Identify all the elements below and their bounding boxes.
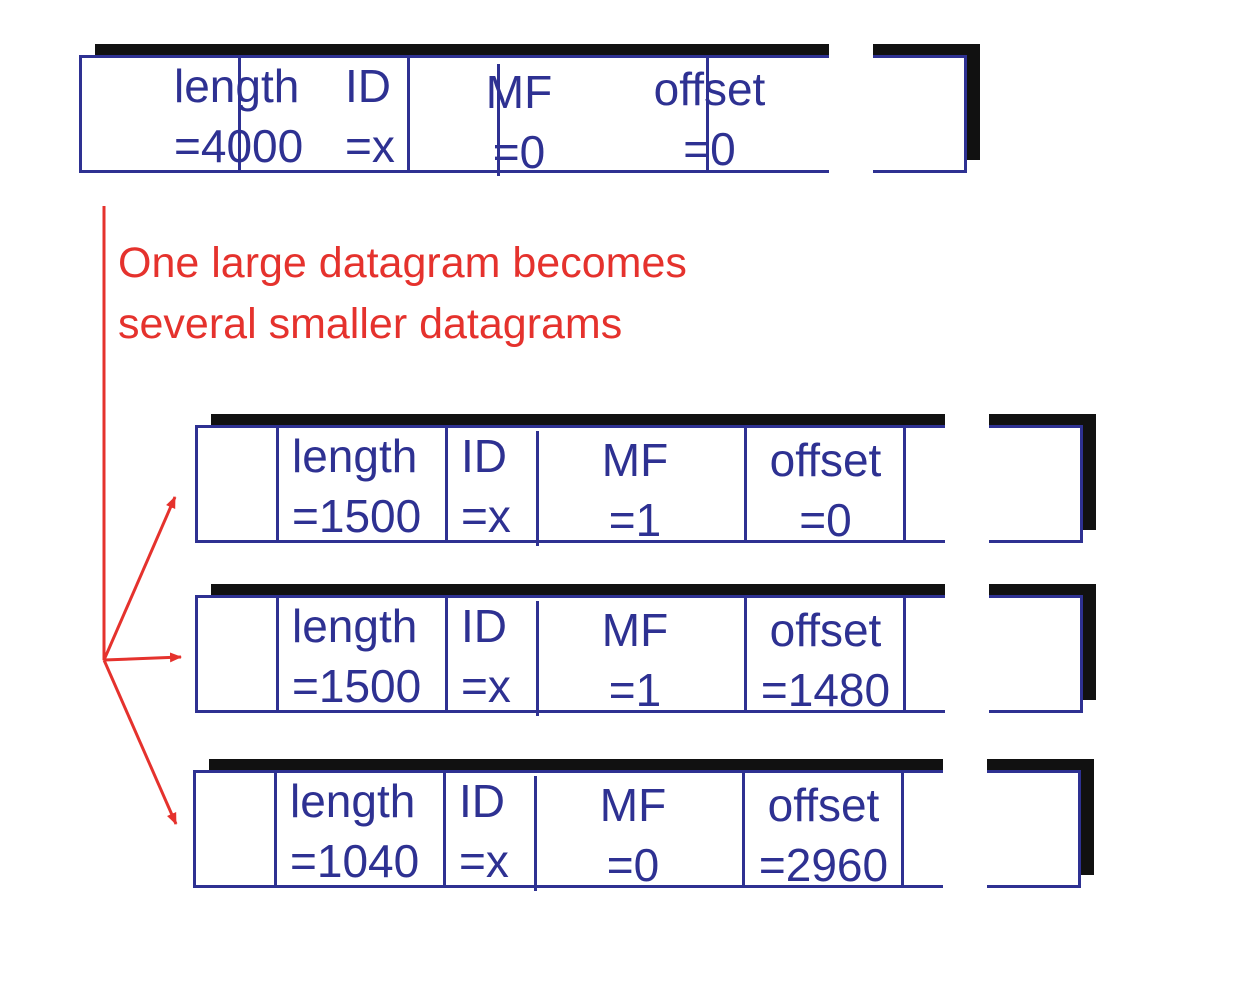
field-divider xyxy=(536,601,539,716)
length-value: =1500 xyxy=(292,490,422,542)
fragment-datagram-1: length =1500 ID =x MF =1 offset =0 xyxy=(195,414,1097,546)
length-field: length =1500 xyxy=(292,426,421,546)
offset-value: =1480 xyxy=(760,664,891,716)
field-divider xyxy=(274,770,277,888)
field-divider xyxy=(238,55,241,173)
length-label: length xyxy=(174,60,300,112)
offset-field: offset =0 xyxy=(757,430,894,550)
field-divider xyxy=(742,770,745,888)
fragment-datagram-3: length =1040 ID =x MF =0 offset =2960 xyxy=(193,759,1095,891)
mf-label: MF xyxy=(601,604,669,656)
id-field: ID =x xyxy=(345,56,395,176)
field-divider xyxy=(407,55,410,173)
field-divider xyxy=(445,595,448,713)
length-field: length =1040 xyxy=(290,771,419,891)
length-label: length xyxy=(292,600,418,652)
datagram-gap xyxy=(829,44,873,176)
offset-value: =0 xyxy=(683,123,736,175)
mf-label: MF xyxy=(485,66,553,118)
id-label: ID xyxy=(461,430,507,482)
id-value: =x xyxy=(461,660,511,712)
offset-label: offset xyxy=(769,604,882,656)
offset-label: offset xyxy=(767,779,880,831)
field-divider xyxy=(901,770,904,888)
field-divider xyxy=(744,595,747,713)
field-divider xyxy=(536,431,539,546)
offset-field: offset =1480 xyxy=(757,600,894,720)
mf-field: MF =0 xyxy=(459,62,579,182)
mf-value: =0 xyxy=(492,126,546,178)
field-divider xyxy=(443,770,446,888)
datagram-gap xyxy=(945,414,989,546)
field-divider xyxy=(276,595,279,713)
arrow-to-fragment-3 xyxy=(102,659,178,825)
length-label: length xyxy=(290,775,416,827)
length-field: length =1500 xyxy=(292,596,421,716)
arrow-to-fragment-2 xyxy=(103,652,182,663)
datagram-box xyxy=(195,425,1083,543)
field-divider xyxy=(706,55,709,173)
caption-line-2: several smaller datagrams xyxy=(118,300,623,348)
length-field: length =4000 xyxy=(174,56,303,176)
field-divider xyxy=(903,425,906,543)
offset-value: =0 xyxy=(799,494,852,546)
field-divider xyxy=(744,425,747,543)
offset-field: offset =0 xyxy=(641,59,778,179)
datagram-gap xyxy=(943,759,987,891)
id-field: ID =x xyxy=(459,771,509,891)
length-value: =4000 xyxy=(174,120,304,172)
mf-field: MF =1 xyxy=(575,600,695,720)
length-value: =1500 xyxy=(292,660,422,712)
id-value: =x xyxy=(459,835,509,887)
field-divider xyxy=(276,425,279,543)
mf-field: MF =0 xyxy=(573,775,693,895)
offset-label: offset xyxy=(653,63,766,115)
field-divider xyxy=(534,776,537,891)
field-divider xyxy=(903,595,906,713)
field-divider xyxy=(445,425,448,543)
id-field: ID =x xyxy=(461,426,511,546)
mf-field: MF =1 xyxy=(575,430,695,550)
mf-label: MF xyxy=(599,779,667,831)
original-datagram: length =4000 ID =x MF =0 offset =0 xyxy=(79,44,981,179)
id-label: ID xyxy=(459,775,505,827)
id-label: ID xyxy=(461,600,507,652)
offset-field: offset =2960 xyxy=(755,775,892,895)
fragment-datagram-2: length =1500 ID =x MF =1 offset =1480 xyxy=(195,584,1097,716)
datagram-gap xyxy=(945,584,989,716)
fragmentation-caption: One large datagram becomes several small… xyxy=(118,233,687,355)
field-divider xyxy=(497,64,500,176)
id-value: =x xyxy=(461,490,511,542)
id-field: ID =x xyxy=(461,596,511,716)
caption-line-1: One large datagram becomes xyxy=(118,239,687,287)
offset-label: offset xyxy=(769,434,882,486)
length-value: =1040 xyxy=(290,835,420,887)
mf-value: =0 xyxy=(606,839,660,891)
arrow-to-fragment-1 xyxy=(102,496,177,661)
id-value: =x xyxy=(345,120,395,172)
datagram-box xyxy=(193,770,1081,888)
datagram-box xyxy=(79,55,967,173)
id-label: ID xyxy=(345,60,391,112)
mf-value: =1 xyxy=(608,494,662,546)
mf-value: =1 xyxy=(608,664,662,716)
offset-value: =2960 xyxy=(758,839,889,891)
datagram-box xyxy=(195,595,1083,713)
length-label: length xyxy=(292,430,418,482)
mf-label: MF xyxy=(601,434,669,486)
